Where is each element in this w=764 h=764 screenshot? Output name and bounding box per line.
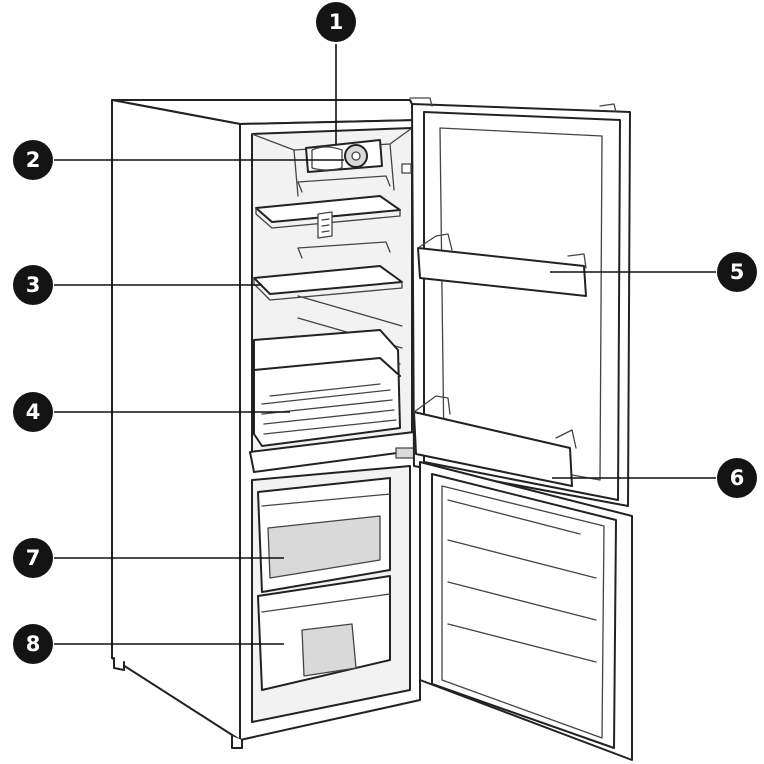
leader-lines	[54, 44, 716, 645]
crisper-drawer	[253, 329, 401, 447]
freezer-door	[419, 461, 633, 761]
glass-shelf-upper	[255, 175, 401, 229]
thermostat-control	[305, 139, 412, 174]
fridge-door	[409, 97, 631, 507]
callout-2: 2	[13, 140, 53, 180]
callout-2-number: 2	[26, 148, 41, 172]
callout-1: 1	[316, 2, 356, 42]
callout-6-number: 6	[730, 466, 745, 490]
callout-7: 7	[13, 538, 53, 578]
glass-shelf-middle	[253, 241, 403, 301]
callout-7-number: 7	[26, 546, 41, 570]
callout-8-number: 8	[26, 632, 41, 656]
callout-5: 5	[717, 252, 757, 292]
callout-4-number: 4	[26, 400, 41, 424]
freezer-compartment	[251, 465, 411, 723]
callout-6: 6	[717, 458, 757, 498]
callout-3-number: 3	[26, 273, 41, 297]
callout-1-number: 1	[329, 10, 344, 34]
callout-5-number: 5	[730, 260, 745, 284]
callout-8: 8	[13, 624, 53, 664]
callout-3: 3	[13, 265, 53, 305]
callout-4: 4	[13, 392, 53, 432]
